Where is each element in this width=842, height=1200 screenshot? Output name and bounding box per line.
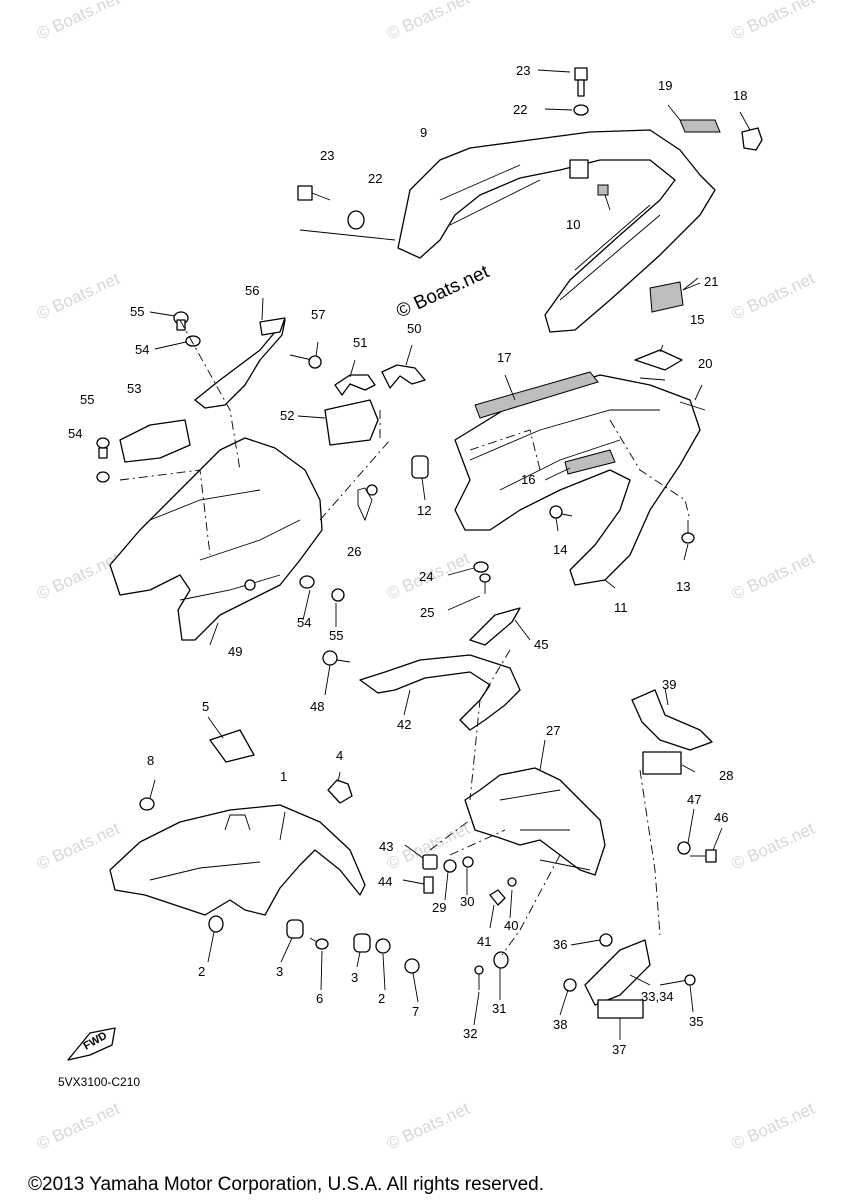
callout-label: 25	[420, 605, 434, 620]
callout-label: 46	[714, 810, 728, 825]
callout-label: 14	[553, 542, 567, 557]
watermark: © Boats.net	[34, 549, 123, 604]
parts-art: FWD	[67, 67, 763, 1061]
callout-label: 53	[127, 381, 141, 396]
callout-label: 29	[432, 900, 446, 915]
callout-label: 49	[228, 644, 242, 659]
diagram-code: 5VX3100-C210	[58, 1075, 140, 1089]
callout-layer: 23 22 9 19 18 23 22 10 21 56 57 55 54 51…	[68, 63, 747, 1057]
callout-label: 57	[311, 307, 325, 322]
callout-label: 2	[198, 964, 205, 979]
callout-label: 17	[497, 350, 511, 365]
callout-label: 18	[733, 88, 747, 103]
callout-label: 1	[280, 769, 287, 784]
callout-label: 31	[492, 1001, 506, 1016]
callout-label: 26	[347, 544, 361, 559]
callout-label: 20	[698, 356, 712, 371]
watermark: © Boats.net	[34, 819, 123, 874]
callout-label: 16	[521, 472, 535, 487]
callout-label: 54	[297, 615, 311, 630]
callout-label: 5	[202, 699, 209, 714]
watermark: © Boats.net	[34, 269, 123, 324]
callout-label: 13	[676, 579, 690, 594]
callout-label: 12	[417, 503, 431, 518]
callout-label: 6	[316, 991, 323, 1006]
callout-label: 39	[662, 677, 676, 692]
callout-label: 55	[130, 304, 144, 319]
callout-label: 7	[412, 1004, 419, 1019]
watermark: © Boats.net	[34, 1099, 123, 1154]
callout-label: 42	[397, 717, 411, 732]
callout-label: 54	[135, 342, 149, 357]
callout-label: 56	[245, 283, 259, 298]
callout-label: 3	[351, 970, 358, 985]
callout-label: 50	[407, 321, 421, 336]
watermark: © Boats.net	[384, 1099, 473, 1154]
callout-label: 51	[353, 335, 367, 350]
callout-label: 33,34	[641, 989, 674, 1004]
callout-label: 23	[516, 63, 530, 78]
watermark: © Boats.net	[384, 0, 473, 44]
callout-label: 9	[420, 125, 427, 140]
watermark: © Boats.net	[729, 819, 818, 874]
callout-label: 22	[368, 171, 382, 186]
tail-cowl	[454, 374, 701, 586]
callout-label: 52	[280, 408, 294, 423]
callout-label: 8	[147, 753, 154, 768]
callout-label: 27	[546, 723, 560, 738]
callout-label: 19	[658, 78, 672, 93]
watermark: © Boats.net	[34, 0, 123, 44]
grab-bar-frame	[397, 129, 716, 333]
callout-label: 47	[687, 792, 701, 807]
callout-label: 36	[553, 937, 567, 952]
callout-label: 41	[477, 934, 491, 949]
brand-label: © Boats.net	[393, 261, 493, 322]
callout-label: 40	[504, 918, 518, 933]
callout-label: 55	[329, 628, 343, 643]
watermark: © Boats.net	[729, 0, 818, 44]
callout-label: 48	[310, 699, 324, 714]
callout-label: 4	[336, 748, 343, 763]
callout-label: 3	[276, 964, 283, 979]
callout-label: 45	[534, 637, 548, 652]
callout-label: 32	[463, 1026, 477, 1041]
callout-label: 54	[68, 426, 82, 441]
callout-label: 55	[80, 392, 94, 407]
callout-label: 35	[689, 1014, 703, 1029]
copyright-notice: ©2013 Yamaha Motor Corporation, U.S.A. A…	[28, 1174, 544, 1195]
watermark: © Boats.net	[729, 549, 818, 604]
callout-label: 22	[513, 102, 527, 117]
callout-label: 21	[704, 274, 718, 289]
callout-label: 28	[719, 768, 733, 783]
rear-fender-cover	[109, 437, 323, 641]
callout-label: 10	[566, 217, 580, 232]
callout-label: 44	[378, 874, 392, 889]
callout-label: 23	[320, 148, 334, 163]
watermark: © Boats.net	[729, 269, 818, 324]
callout-label: 15	[690, 312, 704, 327]
callout-label: 24	[419, 569, 433, 584]
callout-label: 38	[553, 1017, 567, 1032]
callout-label: 30	[460, 894, 474, 909]
watermark: © Boats.net	[729, 1099, 818, 1154]
callout-label: 2	[378, 991, 385, 1006]
front-fender	[109, 804, 366, 916]
callout-label: 11	[614, 600, 628, 615]
callout-label: 43	[379, 839, 393, 854]
callout-label: 37	[612, 1042, 626, 1057]
